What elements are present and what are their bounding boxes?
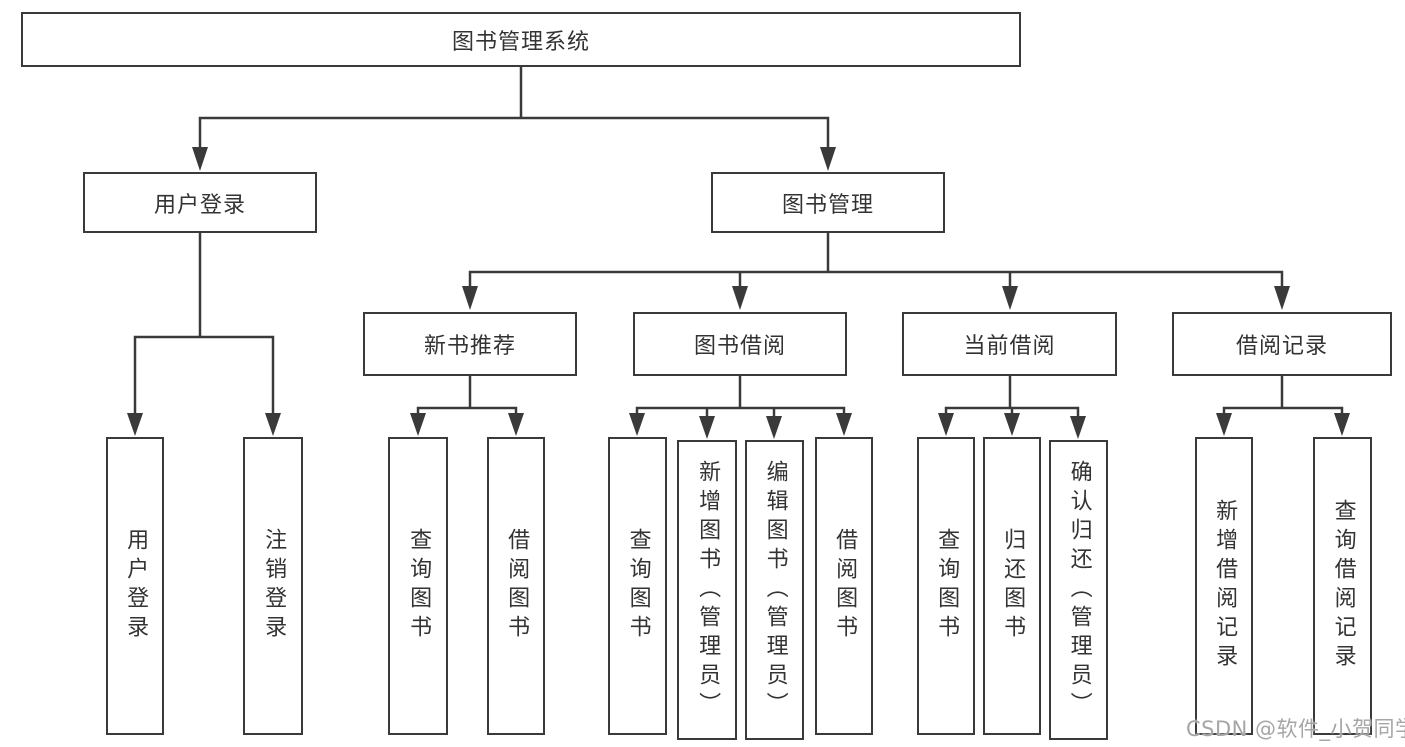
node-book-management: 图书管理 [711,172,945,233]
leaf-query-books-current: 查询图书 [917,437,975,735]
leaf-add-borrow-record: 新增借阅记录 [1195,437,1253,735]
node-new-book-recommendation: 新书推荐 [363,312,577,376]
leaf-label: 借阅图书 [832,528,858,644]
node-label: 新书推荐 [423,334,516,359]
leaf-label: 查询图书 [406,528,432,644]
node-label: 当前借阅 [963,334,1056,359]
node-user-login: 用户登录 [83,172,317,233]
leaf-query-borrow-record: 查询借阅记录 [1313,437,1372,735]
leaf-label: 查询图书 [625,528,651,644]
leaf-confirm-return-admin: 确认归还（管理员） [1049,440,1108,740]
leaf-label: 注销登录 [261,528,287,644]
leaf-borrow-books: 借阅图书 [815,437,873,735]
leaf-user-login: 用户登录 [106,437,164,735]
node-label: 用户登录 [153,192,246,218]
leaf-label: 归还图书 [1000,528,1026,644]
node-book-borrowing: 图书借阅 [633,312,847,376]
leaf-add-book-admin: 新增图书（管理员） [677,440,737,740]
node-label: 图书管理系统 [451,29,590,55]
leaf-logout-login: 注销登录 [243,437,303,735]
node-current-borrowing: 当前借阅 [902,312,1117,376]
leaf-label: 查询借阅记录 [1330,499,1356,673]
node-label: 借阅记录 [1235,334,1328,359]
arrowheads [127,147,1350,439]
watermark-csdn: CSDN @软件_小贺同学 [1186,717,1405,741]
leaf-label: 查询图书 [934,528,960,644]
leaf-label: 借阅图书 [504,528,530,644]
leaf-return-books: 归还图书 [983,437,1041,735]
leaf-borrow-books-recommend: 借阅图书 [487,437,545,735]
leaf-label: 新增借阅记录 [1212,499,1238,673]
node-label: 图书借阅 [693,334,786,359]
node-library-management-system: 图书管理系统 [21,12,1021,67]
leaf-label: 确认归还（管理员） [1066,459,1092,721]
leaf-edit-book-admin: 编辑图书（管理员） [745,440,804,740]
leaf-query-books-recommend: 查询图书 [388,437,448,735]
leaf-label: 编辑图书（管理员） [762,459,788,721]
leaf-label: 新增图书（管理员） [695,459,721,721]
leaf-query-books-borrow: 查询图书 [608,437,667,735]
leaf-label: 用户登录 [123,528,149,644]
node-label: 图书管理 [781,192,874,218]
node-borrowing-records: 借阅记录 [1172,312,1392,376]
